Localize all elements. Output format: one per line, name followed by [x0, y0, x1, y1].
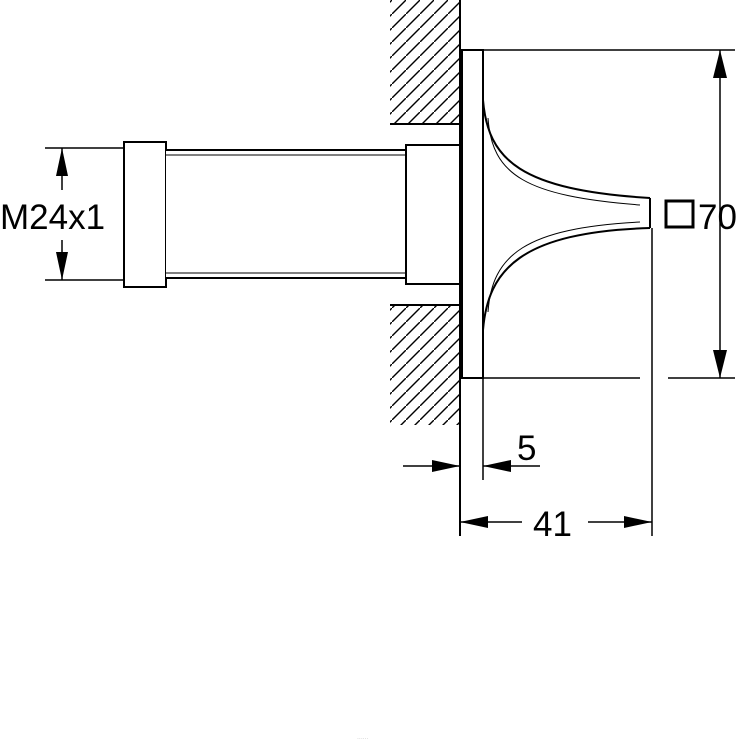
plate-size-label: 70: [698, 198, 737, 237]
handle-lever: [482, 99, 651, 331]
dimension-plate-size: [713, 50, 727, 378]
thread-label: M24x1: [0, 198, 105, 237]
threaded-body: [123, 141, 461, 288]
dimension-thread: [56, 148, 68, 280]
square-symbol-icon: [664, 199, 695, 229]
thickness-label: 5: [517, 429, 536, 468]
cover-plate: [461, 49, 484, 379]
dimension-projection: [460, 516, 652, 528]
extension-lines: [45, 49, 735, 536]
dimension-thickness: [403, 460, 540, 472]
wall-section-bottom: [390, 304, 460, 425]
wall-section-top: [390, 0, 460, 125]
projection-label: 41: [533, 505, 572, 544]
watermark: ······: [357, 736, 369, 743]
